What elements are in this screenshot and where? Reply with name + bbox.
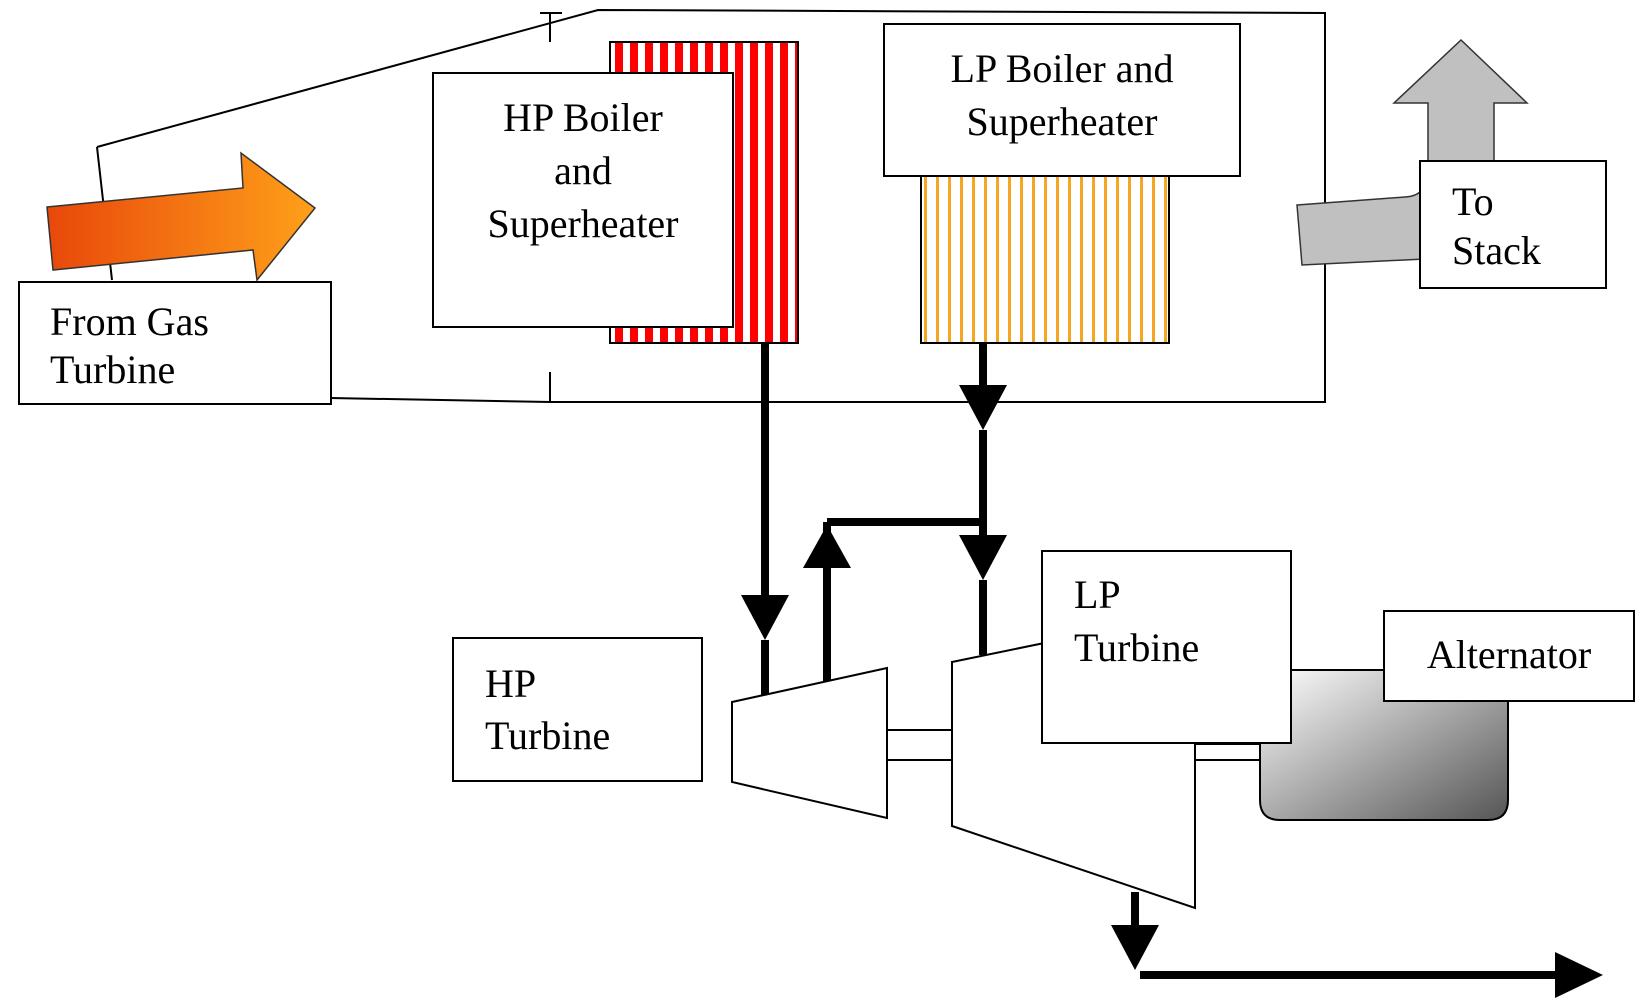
hp-steam-arrow xyxy=(741,595,789,640)
hp-exhaust-up-arrow xyxy=(803,525,851,568)
steam-piping xyxy=(761,343,1570,979)
lp-turbine-line-1: LP xyxy=(1074,572,1121,617)
hp-turbine-box: HP Turbine xyxy=(452,637,703,782)
to-stack-line-1: To xyxy=(1452,179,1494,224)
from-gas-turbine-line-2: Turbine xyxy=(50,347,175,392)
hp-boiler-line-2: and xyxy=(554,148,612,193)
lp-steam-arrow-upper xyxy=(959,385,1007,430)
lp-turbine-box: LP Turbine xyxy=(1041,550,1292,744)
lp-turbine-line-2: Turbine xyxy=(1074,625,1199,670)
lp-boiler-line-1: LP Boiler and xyxy=(951,46,1174,91)
hp-boiler-line-3: Superheater xyxy=(487,201,678,246)
turbine-shaft xyxy=(886,729,1266,761)
alternator-box: Alternator xyxy=(1383,610,1635,702)
lp-steam-arrow-lower xyxy=(959,535,1007,580)
hp-turbine-shape xyxy=(731,666,888,820)
hp-boiler-line-1: HP Boiler xyxy=(503,95,663,140)
alternator-label: Alternator xyxy=(1427,632,1591,677)
duct-top-joint xyxy=(540,12,562,14)
hp-turbine-line-2: Turbine xyxy=(485,713,610,758)
alternator-body xyxy=(1259,669,1509,821)
from-gas-turbine-line-1: From Gas xyxy=(50,299,209,344)
condensate-down-arrow xyxy=(1111,925,1159,970)
lp-exchanger-tubes xyxy=(920,173,1170,344)
to-stack-line-2: Stack xyxy=(1452,228,1541,273)
hp-turbine-line-1: HP xyxy=(485,661,536,706)
lp-boiler-box: LP Boiler and Superheater xyxy=(883,23,1241,177)
hp-boiler-box: HP Boiler and Superheater xyxy=(432,72,734,328)
gas-inlet-arrow xyxy=(46,151,317,282)
outlet-right-arrow xyxy=(1555,952,1603,998)
to-stack-box: To Stack xyxy=(1419,160,1607,289)
lp-boiler-line-2: Superheater xyxy=(966,99,1157,144)
from-gas-turbine-box: From Gas Turbine xyxy=(18,281,332,405)
flow-arrowheads xyxy=(741,385,1603,998)
